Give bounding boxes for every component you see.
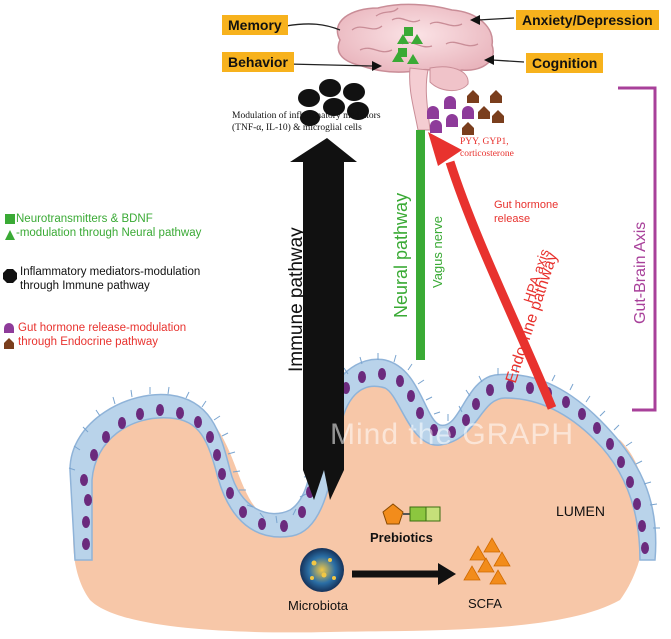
neural-pathway-bar[interactable] — [416, 130, 425, 360]
epithelium — [69, 358, 657, 561]
legend-immune-line1: Inflammatory mediators-modulation — [20, 266, 201, 278]
legend-endocrine-line1: Gut hormone release-modulation — [18, 322, 187, 334]
legend-immune-line2: through Immune pathway — [20, 280, 150, 292]
legend-immune-text: Inflammatory mediators-modulation throug… — [20, 265, 200, 293]
neurotransmitter-markers — [392, 27, 423, 64]
legend-neural-line1: Neurotransmitters & BDNF — [16, 213, 153, 225]
gut-hormone-release-label: Gut hormone release — [494, 199, 559, 225]
label-behavior: Behavior — [222, 52, 294, 72]
gut-hormone-markers — [427, 90, 504, 135]
prebiotics-icon — [382, 503, 441, 525]
neural-pathway-label: Neural pathway — [391, 192, 411, 318]
epithelial-nuclei — [80, 368, 649, 554]
microbiota-label: Microbiota — [288, 598, 348, 613]
legend-endocrine-icon — [4, 323, 14, 349]
immune-pathway-label: Immune pathway — [286, 227, 307, 372]
scfa-triangles — [463, 537, 511, 585]
label-pointer-arrows — [285, 17, 525, 67]
gut-brain-axis-label: Gut-Brain Axis — [632, 221, 649, 324]
label-memory: Memory — [222, 15, 288, 35]
vagus-nerve-label: Vagus nerve — [430, 215, 445, 288]
legend-immune-icon — [3, 269, 17, 283]
legend-neural-line2: -modulation through Neural pathway — [16, 227, 202, 239]
gut-brain-axis-bracket — [618, 86, 657, 412]
label-anxiety-depression: Anxiety/Depression — [516, 10, 659, 30]
watermark: Mind the GRAPH — [330, 418, 575, 451]
scfa-label: SCFA — [468, 596, 502, 611]
prebiotics-label: Prebiotics — [370, 530, 433, 545]
immune-modulation-note: Modulation of inflammatory mediators (TN… — [232, 111, 381, 133]
label-cognition: Cognition — [526, 53, 604, 73]
legend-endocrine-text: Gut hormone release-modulation through E… — [18, 321, 186, 349]
microbiota-icon — [300, 548, 344, 592]
lumen-label: LUMEN — [556, 503, 606, 519]
hormone-list-note: PYY, GYP1, corticosterone — [460, 137, 514, 159]
legend-endocrine-line2: through Endocrine pathway — [18, 336, 159, 348]
endocrine-pathway-arrow[interactable] — [445, 160, 557, 410]
legend-neural-icon — [5, 214, 15, 240]
immune-pathway-arrow[interactable] — [290, 138, 357, 500]
legend-neural-text: Neurotransmitters & BDNF -modulation thr… — [16, 212, 201, 240]
inflammatory-mediator-dots — [298, 79, 369, 126]
